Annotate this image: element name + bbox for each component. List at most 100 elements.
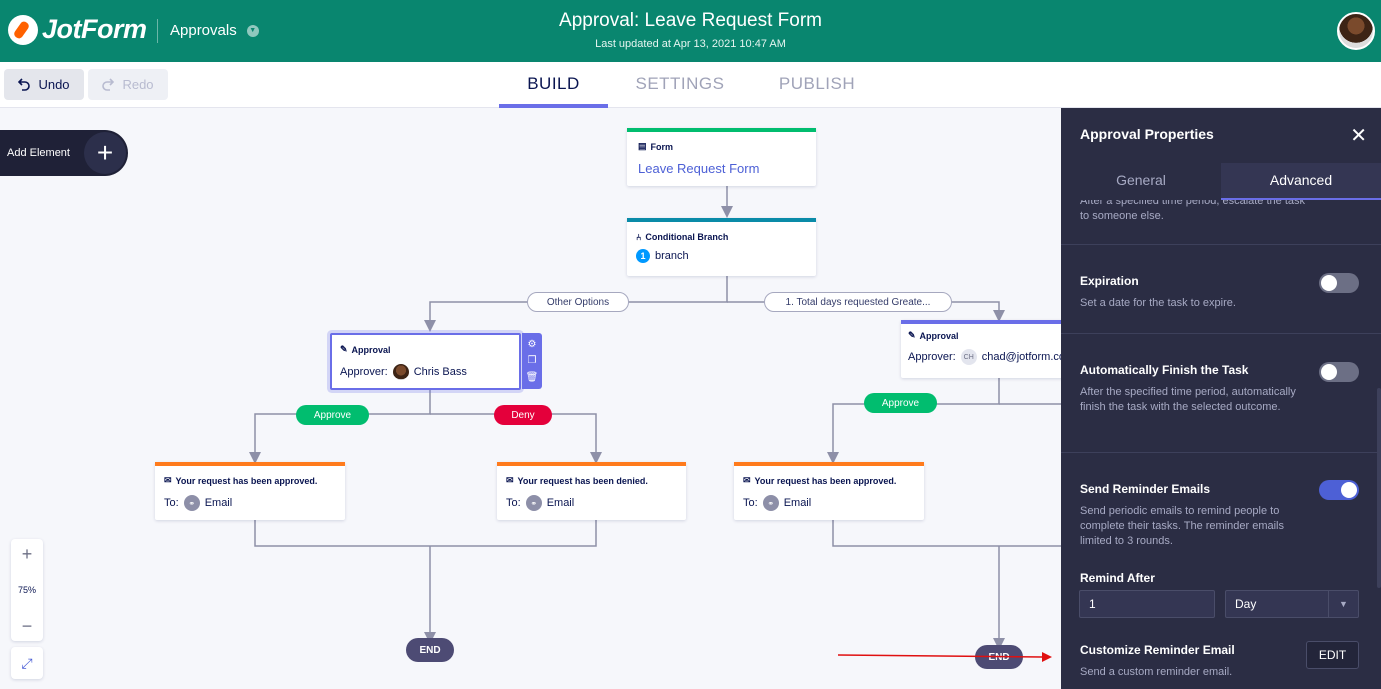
approval-icon: ✎ [908, 330, 916, 340]
expiration-desc: Set a date for the task to expire. [1080, 297, 1236, 309]
page-title-block: Approval: Leave Request Form Last update… [0, 10, 1381, 50]
add-element-label: Add Element [7, 147, 70, 159]
approve-outcome-left[interactable]: Approve [296, 405, 369, 425]
jotform-logo-icon [8, 14, 38, 45]
workflow-canvas[interactable]: Add Element + ▤ Form Leave Request Form … [0, 108, 1061, 689]
approval-node-title: Approval [919, 330, 959, 341]
expiration-toggle[interactable] [1319, 273, 1359, 293]
tab-publish[interactable]: PUBLISH [778, 74, 856, 93]
email-subject: Your request has been denied. [517, 475, 648, 486]
approval-node-header: ✎ Approval [908, 330, 1061, 341]
end-node-left[interactable]: END [406, 638, 454, 662]
approvals-nav-label: Approvals [170, 22, 237, 39]
reminder-desc: Send periodic emails to remind people to… [1080, 505, 1284, 547]
to-label: To: [506, 497, 521, 509]
approver-label: Approver: [340, 366, 388, 378]
expiration-section: Expiration Set a date for the task to ex… [1061, 244, 1381, 333]
branch-count-row: 1 branch [636, 249, 807, 263]
approvals-nav-dropdown[interactable]: Approvals ▼ [170, 22, 259, 39]
expand-icon: ⤢ [21, 654, 33, 671]
email-node-denied[interactable]: ✉ Your request has been denied. To: ⚭ Em… [497, 462, 686, 520]
envelope-icon: ✉ [164, 475, 172, 485]
envelope-icon: ✉ [506, 475, 514, 485]
remind-after-input[interactable]: 1 [1079, 590, 1215, 618]
email-node-approved-right[interactable]: ✉ Your request has been approved. To: ⚭ … [734, 462, 924, 520]
fit-to-screen-button[interactable]: ⤢ [11, 647, 43, 679]
form-link[interactable]: Leave Request Form [638, 161, 760, 176]
approver-row: Approver: CH chad@jotform.co [908, 349, 1061, 365]
zoom-in-button[interactable]: + [21, 544, 33, 564]
node-tool-strip: ⚙ ❐ 🗑 [522, 333, 542, 389]
email-node-header: ✉ Your request has been approved. [164, 475, 336, 486]
email-subject: Your request has been approved. [175, 475, 318, 486]
trash-icon[interactable]: 🗑 [525, 372, 539, 384]
customize-reminder-title: Customize Reminder Email [1080, 643, 1235, 657]
approval-icon: ✎ [340, 344, 348, 354]
builder-tabs: BUILD SETTINGS PUBLISH [499, 62, 882, 108]
envelope-icon: ✉ [743, 475, 751, 485]
deny-outcome[interactable]: Deny [494, 405, 552, 425]
gear-icon[interactable]: ⚙ [527, 338, 537, 350]
approval-node-header: ✎ Approval [340, 344, 511, 355]
email-recipient-row: To: ⚭ Email [506, 495, 677, 511]
panel-title: Approval Properties [1080, 126, 1214, 142]
link-icon: ⚭ [525, 495, 542, 511]
branch-count-label: branch [655, 250, 689, 262]
to-label: To: [743, 497, 758, 509]
remind-unit-value: Day [1235, 597, 1257, 611]
branch-option-other[interactable]: Other Options [527, 292, 629, 312]
remind-unit-select[interactable]: Day ▼ [1225, 590, 1359, 618]
link-icon: ⚭ [183, 495, 200, 511]
tab-build[interactable]: BUILD [499, 62, 608, 108]
email-node-approved-left[interactable]: ✉ Your request has been approved. To: ⚭ … [155, 462, 345, 520]
node-color-bar [734, 462, 924, 466]
approval-node-selected[interactable]: ✎ Approval Approver: Chris Bass [330, 333, 521, 390]
add-element-button[interactable]: Add Element + [0, 130, 128, 176]
to-value: Email [783, 497, 812, 509]
approval-node-right[interactable]: ✎ Approval Approver: CH chad@jotform.co [901, 320, 1061, 378]
panel-scrollbar[interactable] [1377, 388, 1381, 588]
auto-finish-toggle[interactable] [1319, 362, 1359, 382]
chevron-down-icon: ▼ [1328, 591, 1358, 617]
close-icon[interactable]: ✕ [1350, 125, 1367, 147]
conditional-branch-node[interactable]: ⑃ Conditional Branch 1 branch [627, 218, 816, 276]
email-recipient-row: To: ⚭ Email [164, 495, 336, 511]
node-color-bar [627, 218, 816, 222]
tab-advanced[interactable]: Advanced [1221, 163, 1381, 200]
undo-button[interactable]: Undo [4, 69, 84, 100]
duplicate-icon[interactable]: ❐ [527, 355, 537, 367]
zoom-controls: + 75% − [11, 539, 43, 641]
zoom-out-button[interactable]: − [21, 616, 33, 636]
auto-finish-title: Automatically Finish the Task [1080, 363, 1249, 377]
email-recipient-row: To: ⚭ Email [743, 495, 915, 511]
end-node-right[interactable]: END [975, 645, 1023, 669]
edit-reminder-button[interactable]: EDIT [1306, 641, 1359, 669]
approve-outcome-right[interactable]: Approve [864, 393, 937, 413]
branch-option-condition[interactable]: 1. Total days requested Greate... [764, 292, 952, 312]
email-node-header: ✉ Your request has been denied. [506, 475, 677, 486]
link-icon: ⚭ [762, 495, 779, 511]
app-header: JotForm Approvals ▼ Approval: Leave Requ… [0, 0, 1381, 62]
form-node[interactable]: ▤ Form Leave Request Form [627, 128, 816, 186]
tab-general[interactable]: General [1116, 172, 1166, 188]
redo-icon [102, 78, 115, 91]
approver-avatar [392, 364, 409, 380]
approver-row: Approver: Chris Bass [340, 364, 511, 380]
undo-label: Undo [38, 77, 70, 92]
redo-label: Redo [122, 77, 154, 92]
tab-settings[interactable]: SETTINGS [635, 74, 725, 93]
approver-label: Approver: [908, 351, 956, 363]
to-value: Email [204, 497, 233, 509]
to-label: To: [164, 497, 179, 509]
form-node-header: ▤ Form [638, 141, 805, 152]
logo-text: JotForm [42, 14, 147, 44]
user-avatar[interactable] [1337, 12, 1375, 50]
jotform-logo[interactable]: JotForm [8, 14, 147, 45]
redo-button[interactable]: Redo [88, 69, 168, 100]
email-subject: Your request has been approved. [754, 475, 897, 486]
reminder-toggle[interactable] [1319, 480, 1359, 500]
last-updated-text: Last updated at Apr 13, 2021 10:47 AM [595, 38, 786, 50]
node-color-bar [155, 462, 345, 466]
plus-icon: + [84, 132, 126, 174]
approval-properties-panel: After a specified time period, escalate … [1061, 108, 1381, 689]
